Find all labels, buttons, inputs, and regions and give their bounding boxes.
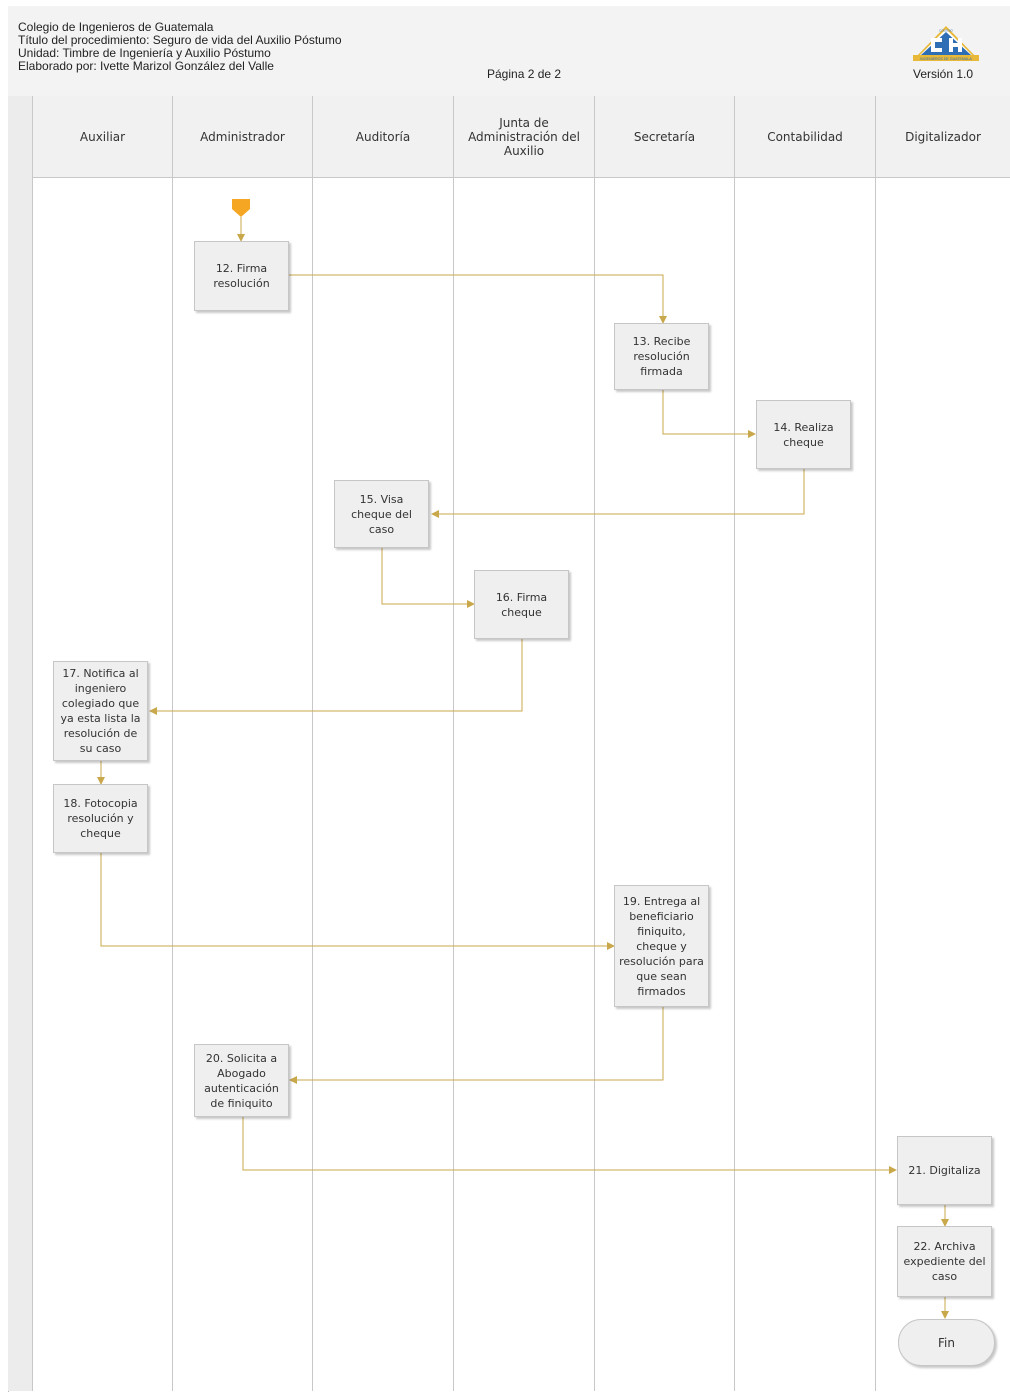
organization-logo: INGENIEROS DE GUATEMALA COLEGIO — [913, 26, 979, 61]
document-header: Colegio de Ingenieros de Guatemala Títul… — [8, 6, 1010, 97]
page-number: Página 2 de 2 — [487, 67, 562, 81]
lane-divider — [453, 178, 454, 1391]
connector-20-21 — [242, 1117, 897, 1174]
lane-divider — [172, 178, 173, 1391]
lane-header-auditoria: Auditoría — [312, 96, 453, 178]
end-terminator: Fin — [898, 1319, 995, 1366]
connector-15-16 — [381, 548, 475, 608]
lane-divider — [734, 178, 735, 1391]
step-14-realiza-cheque: 14. Realiza cheque — [756, 400, 851, 469]
logo-bottom-text: INGENIEROS DE GUATEMALA — [920, 57, 972, 61]
lane-header-digitalizador: Digitalizador — [875, 96, 1010, 178]
step-13-recibe-resolucion: 13. Recibe resolución firmada — [614, 323, 709, 390]
header-procedure-title: Título del procedimiento: Seguro de vida… — [18, 33, 342, 47]
step-17-notifica: 17. Notifica al ingeniero colegiado que … — [53, 661, 148, 761]
version-label: Versión 1.0 — [913, 67, 974, 81]
lane-header-secretaria: Secretaría — [594, 96, 734, 178]
connector-18-19 — [100, 853, 615, 950]
step-22-archiva-expediente: 22. Archiva expediente del caso — [897, 1226, 992, 1297]
lane-header-junta: Junta de Administración del Auxilio — [453, 96, 594, 178]
connector-12-13 — [288, 274, 667, 324]
lane-header-administrador: Administrador — [172, 96, 312, 178]
lane-divider — [875, 178, 876, 1391]
lane-divider — [594, 178, 595, 1391]
connector-19-20 — [289, 1007, 664, 1084]
header-organization: Colegio de Ingenieros de Guatemala — [18, 20, 214, 34]
step-12-firma-resolucion: 12. Firma resolución — [194, 241, 289, 311]
step-16-firma-cheque: 16. Firma cheque — [474, 570, 569, 639]
lane-header-auxiliar: Auxiliar — [32, 96, 172, 178]
header-author: Elaborado por: Ivette Marizol González d… — [18, 59, 274, 73]
step-20-solicita-abogado: 20. Solicita a Abogado autenticación de … — [194, 1044, 289, 1117]
step-19-entrega-beneficiario: 19. Entrega al beneficiario finiquito, c… — [614, 885, 709, 1007]
logo-top-text: COLEGIO — [939, 29, 953, 33]
lane-divider — [312, 178, 313, 1391]
step-18-fotocopia: 18. Fotocopia resolución y cheque — [53, 784, 148, 853]
step-21-digitaliza: 21. Digitaliza — [897, 1136, 992, 1205]
connector-13-14 — [662, 390, 756, 438]
step-15-visa-cheque: 15. Visa cheque del caso — [334, 480, 429, 548]
lane-divider — [32, 178, 33, 1391]
header-unit: Unidad: Timbre de Ingeniería y Auxilio P… — [18, 46, 271, 60]
connector-16-17 — [149, 639, 523, 715]
lane-header-contabilidad: Contabilidad — [734, 96, 875, 178]
start-marker — [232, 199, 250, 217]
connector-14-15 — [431, 469, 805, 518]
